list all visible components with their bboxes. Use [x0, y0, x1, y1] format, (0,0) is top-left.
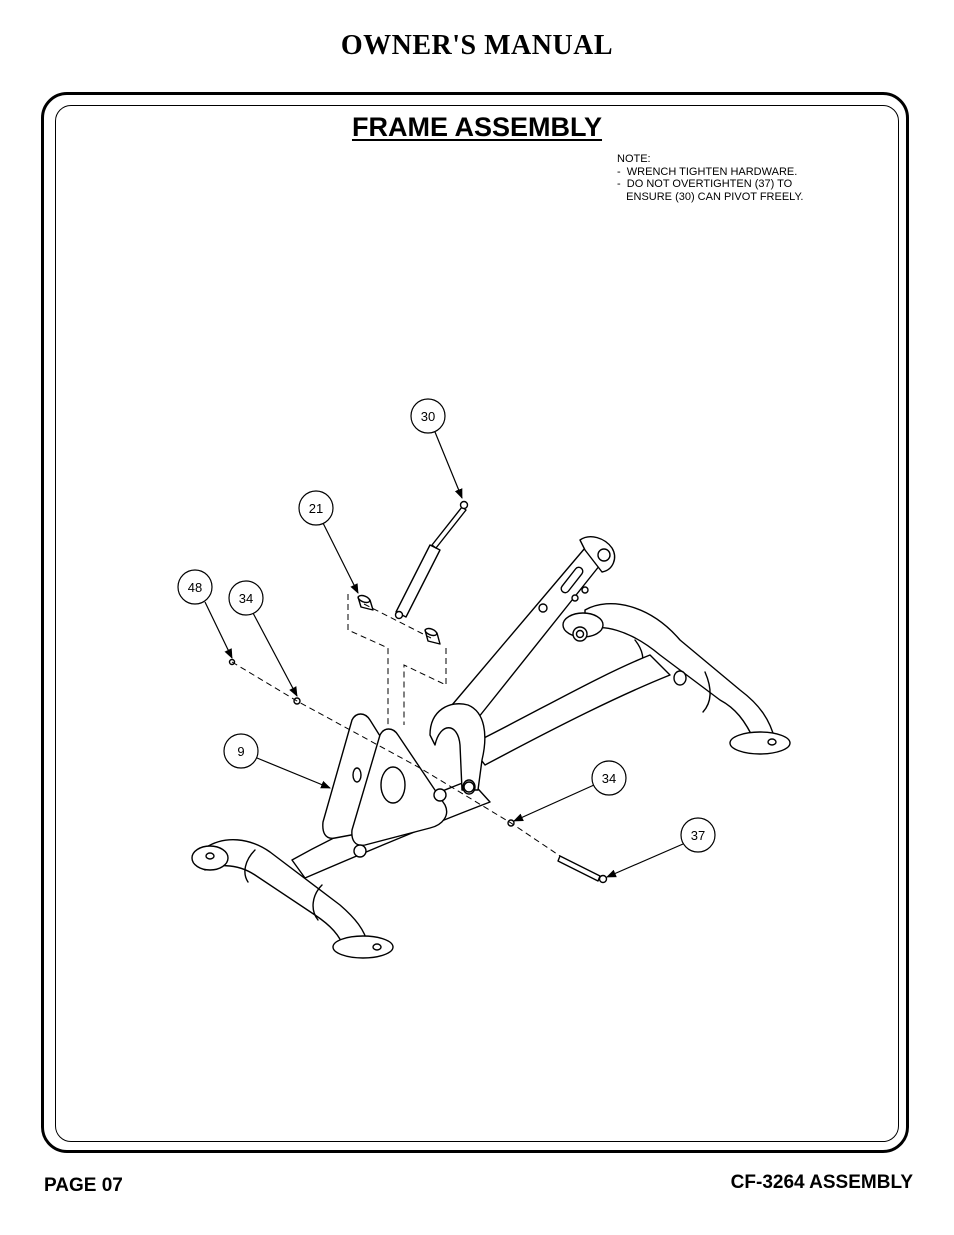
rear-base-tube	[562, 603, 791, 755]
note-line-pivot: ENSURE (30) CAN PIVOT FREELY.	[617, 190, 804, 203]
leader-30	[434, 431, 463, 499]
page-number: PAGE 07	[44, 1175, 123, 1196]
callout-37-label: 37	[691, 828, 705, 843]
note-line-wrench: - WRENCH TIGHTEN HARDWARE.	[617, 165, 798, 178]
pivot-bracket	[429, 703, 486, 795]
leader-37	[606, 843, 684, 878]
callout-21: 21	[298, 490, 334, 526]
gas-spring	[394, 500, 469, 620]
callout-30: 30	[410, 398, 446, 434]
rear-cross-bar	[469, 654, 671, 766]
leader-34-right	[513, 784, 595, 822]
leader-34-left	[252, 612, 298, 697]
assembly-guide-lines	[231, 594, 561, 857]
callout-34-left-label: 34	[239, 591, 253, 606]
callout-leaders	[204, 431, 684, 878]
spacer-lower	[424, 627, 441, 645]
side-plate-pair	[322, 713, 475, 858]
callout-9-label: 9	[237, 744, 244, 759]
note-line-overtighten: - DO NOT OVERTIGHTEN (37) TO	[617, 178, 793, 190]
inner-page-border	[55, 105, 899, 1142]
note-line-heading: NOTE:	[617, 153, 651, 165]
model-assembly-label: CF-3264 ASSEMBLY	[730, 1172, 913, 1193]
section-title-text: FRAME ASSEMBLY	[351, 112, 603, 142]
leader-48	[204, 601, 233, 659]
manual-title: OWNER'S MANUAL	[340, 30, 614, 61]
upright-post	[451, 536, 616, 719]
assembly-note: NOTE:- WRENCH TIGHTEN HARDWARE.- DO NOT …	[617, 153, 803, 203]
bolt-37	[557, 855, 608, 884]
callout-37: 37	[680, 817, 716, 853]
section-title: FRAME ASSEMBLY	[0, 112, 954, 143]
callout-48-label: 48	[188, 580, 202, 595]
callout-48: 48	[177, 569, 213, 605]
callout-34-right: 34	[591, 760, 627, 796]
callout-30-label: 30	[421, 409, 435, 424]
spacer-upper	[357, 594, 374, 611]
callout-9: 9	[223, 733, 259, 769]
leader-9	[256, 757, 331, 789]
callout-34-right-label: 34	[602, 771, 616, 786]
callout-21-label: 21	[309, 501, 323, 516]
callout-34-left: 34	[228, 580, 264, 616]
leader-21	[322, 522, 359, 594]
front-base-tube	[191, 839, 394, 959]
outer-page-border	[41, 92, 909, 1153]
